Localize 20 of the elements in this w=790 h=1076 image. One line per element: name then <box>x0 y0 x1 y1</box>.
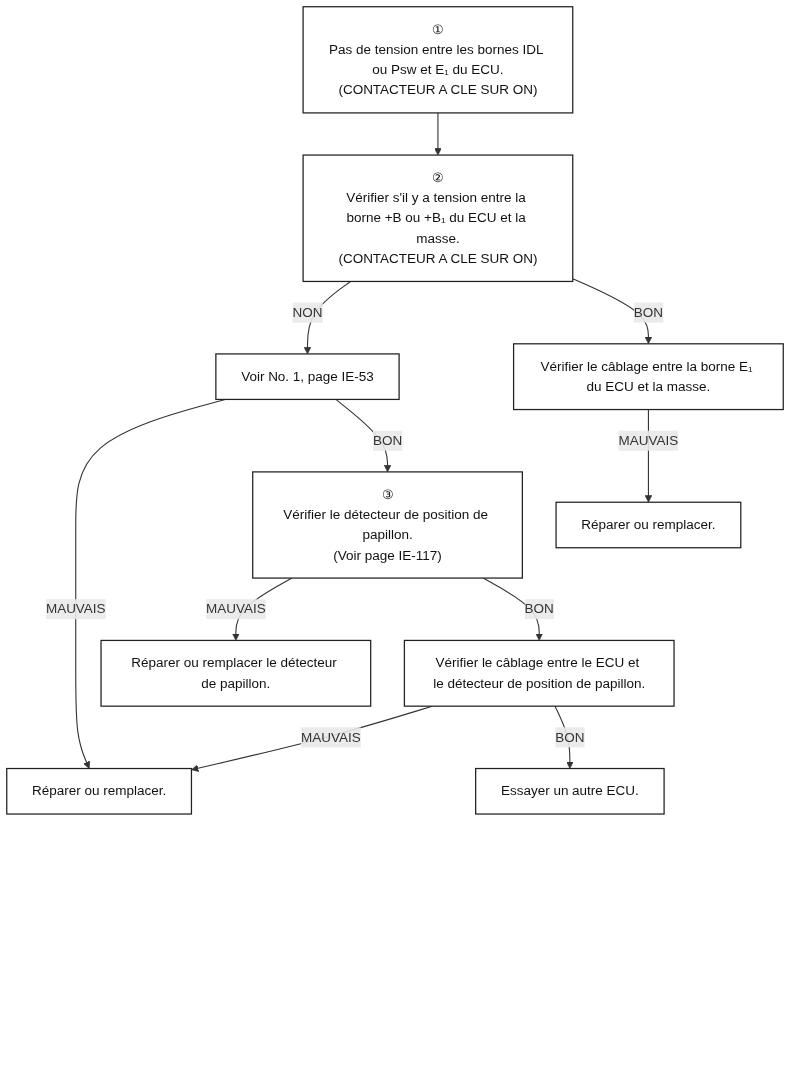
node-box: ③ Vérifier le détecteur de position de papillon. (Voir page IE-117) <box>252 471 523 579</box>
edge-label: MAUVAIS <box>618 433 679 448</box>
node-box: Réparer ou remplacer. <box>6 767 193 815</box>
edge-label: MAUVAIS <box>300 729 361 745</box>
node-box: Réparer ou remplacer le détecteur de papillon. <box>100 639 372 707</box>
edge-label: MAUVAIS <box>206 601 266 616</box>
node-box: Réparer ou remplacer. <box>555 501 742 549</box>
node-box: ② Vérifier s'il y a tension entre la borne +B ou +B₁ du ECU et la masse. (CONTACTEUR A CLE SUR ON) <box>302 154 574 283</box>
node-box: Voir No. 1, page IE-53 <box>215 353 400 401</box>
node-box: Essayer un autre ECU. <box>475 767 665 815</box>
arrow <box>434 112 442 156</box>
node-box: Vérifier le câblage entre la borne E₁ du ECU et la masse. <box>512 343 784 411</box>
edge-label: BON <box>372 433 403 448</box>
edge-label: BON <box>555 729 585 745</box>
edge-label: BON <box>524 601 554 616</box>
node-box: ① Pas de tension entre les bornes IDL ou Psw et E₁ du ECU. (CONTACTEUR A CLE SUR ON) <box>302 6 574 114</box>
node-box: Vérifier le câblage entre le ECU et le détecteur de position de papillon. <box>403 639 675 707</box>
edge-label: NON <box>292 305 323 320</box>
edge-label: MAUVAIS <box>45 601 106 616</box>
edge-label: BON <box>633 305 664 320</box>
